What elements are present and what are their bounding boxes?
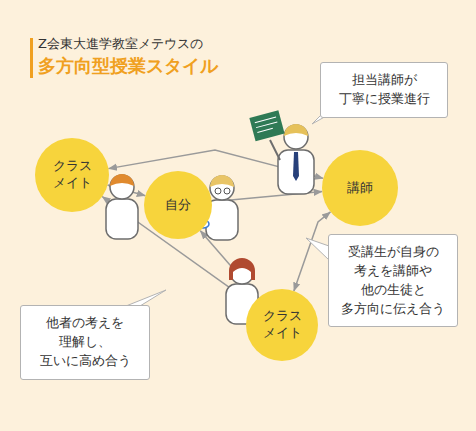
subtitle-text: Z会東大進学教室メテウスの [38, 36, 218, 53]
double-arrow [294, 212, 331, 291]
callout-tail [126, 290, 166, 306]
title-block: Z会東大進学教室メテウスの多方向型授業スタイル [38, 36, 218, 78]
callout-text: 担当講師が 丁寧に授業進行 [330, 71, 438, 109]
label-circle: クラス メイト [246, 289, 318, 361]
circle-label: 講師 [347, 180, 373, 197]
label-circle: 講師 [322, 150, 398, 226]
callout-text: 他者の考えを 理解し、 互いに高め合う [30, 314, 140, 371]
callout-box: 他者の考えを 理解し、 互いに高め合う [20, 305, 150, 380]
callout-tail [306, 238, 329, 260]
teacher-figure [249, 110, 314, 194]
title-text: 多方向型授業スタイル [38, 53, 218, 78]
circle-label: クラス メイト [46, 158, 98, 192]
title-bar [30, 38, 33, 78]
label-circle: クラス メイト [35, 138, 109, 212]
callout-box: 担当講師が 丁寧に授業進行 [320, 62, 448, 118]
circle-label: クラス メイト [256, 308, 308, 342]
callout-box: 受講生が自身の 考えを講師や 他の生徒と 多方向に伝え合う [328, 234, 458, 327]
circle-label: 自分 [165, 197, 191, 214]
classmate-figure [106, 174, 138, 239]
label-circle: 自分 [144, 171, 212, 239]
callout-text: 受講生が自身の 考えを講師や 他の生徒と 多方向に伝え合う [338, 243, 448, 318]
